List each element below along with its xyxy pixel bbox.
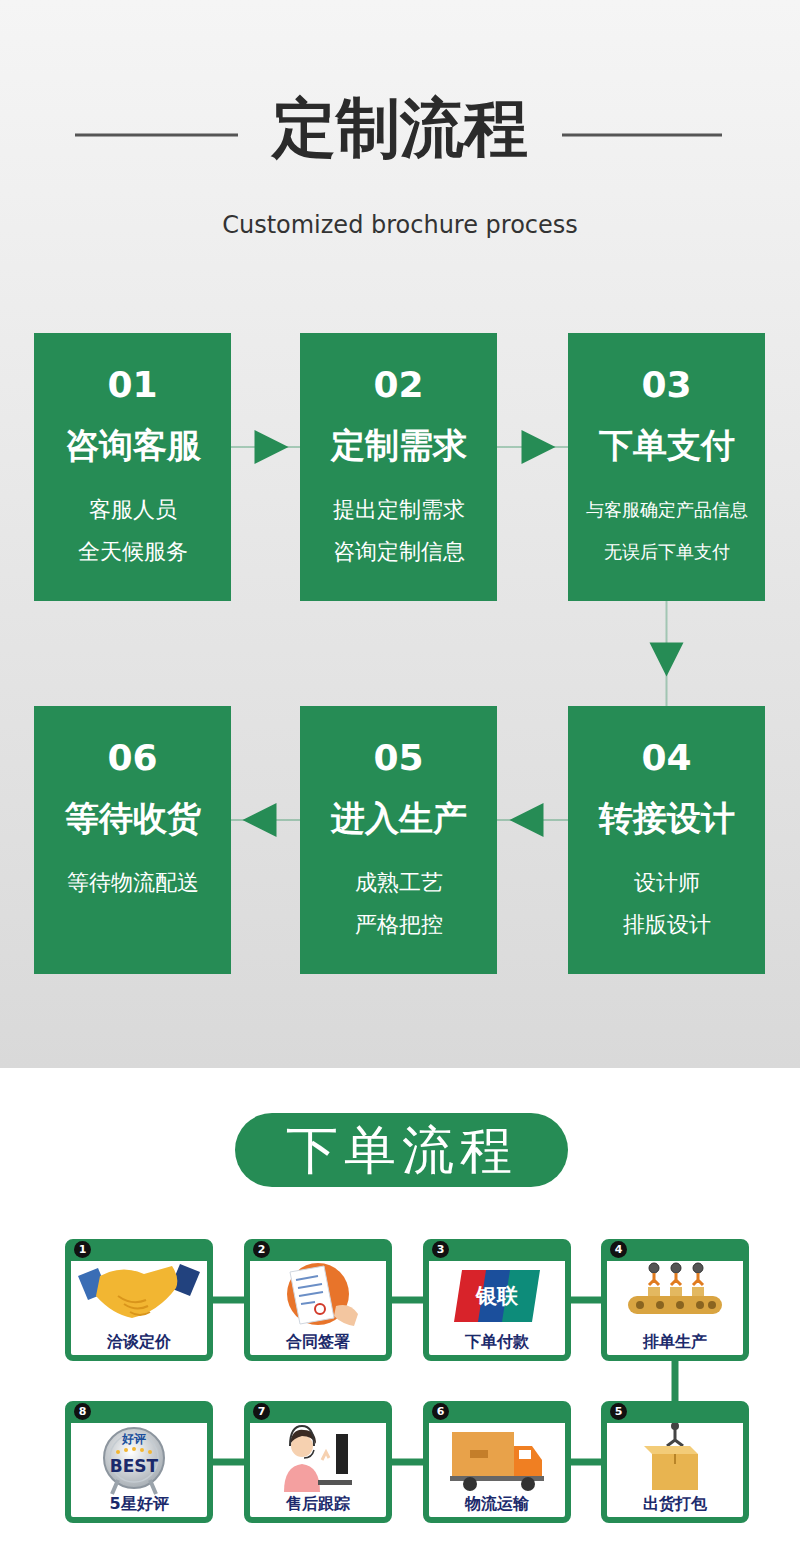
step-label: 5星好评 <box>71 1494 207 1515</box>
section-heading-pill: 下单流程 <box>235 1113 568 1187</box>
badge-icon <box>104 1428 164 1494</box>
step-number: 06 <box>107 736 157 780</box>
process-box: 02 定制需求提出定制需求 咨询定制信息 <box>300 333 497 601</box>
callout-number: 3 <box>432 1241 449 1258</box>
step-card: 7 售后跟踪 <box>244 1401 392 1523</box>
step-card: 5 出货打包 <box>601 1401 749 1523</box>
step-card: 4 排单生产 <box>601 1239 749 1361</box>
step-number: 01 <box>107 363 157 407</box>
step-label: 售后跟踪 <box>250 1494 386 1515</box>
card-logo-text: 银联 <box>476 1282 518 1310</box>
arrowhead <box>522 430 556 464</box>
conveyor-icon <box>628 1263 722 1314</box>
service-icon <box>284 1426 352 1492</box>
flow-arrow <box>650 601 684 706</box>
handshake-icon <box>78 1264 200 1318</box>
step-description: 客服人员 全天候服务 <box>63 489 203 573</box>
process-box: 05 进入生产成熟工艺 严格把控 <box>300 706 497 974</box>
callout-number: 1 <box>74 1241 91 1258</box>
process-box: 03 下单支付与客服确定产品信息 无误后下单支付 <box>568 333 765 601</box>
step-description: 等待物流配送 <box>67 862 199 904</box>
step-label: 合同签署 <box>250 1332 386 1353</box>
connector-line <box>213 1459 244 1466</box>
step-label: 洽谈定价 <box>71 1332 207 1353</box>
step-heading: 定制需求 <box>331 421 467 469</box>
badge-text: BEST <box>110 1456 158 1476</box>
step-label: 排单生产 <box>607 1332 743 1353</box>
flow-arrow <box>497 430 568 464</box>
callout-number: 6 <box>432 1403 449 1420</box>
step-label: 出货打包 <box>607 1494 743 1515</box>
connector-line <box>571 1459 601 1466</box>
step-number: 03 <box>641 363 691 407</box>
process-box: 04 转接设计设计师 排版设计 <box>568 706 765 974</box>
step-heading: 等待收货 <box>65 794 201 842</box>
unionpay-icon <box>454 1270 540 1322</box>
contract-icon <box>287 1263 358 1326</box>
step-heading: 下单支付 <box>599 421 735 469</box>
callout-number: 8 <box>74 1403 91 1420</box>
connector-bar <box>675 1361 676 1401</box>
step-description: 成熟工艺 严格把控 <box>329 862 469 946</box>
connector-bar <box>213 1300 244 1301</box>
arrowhead <box>650 643 684 677</box>
connector-bar <box>392 1300 423 1301</box>
step-heading: 进入生产 <box>331 794 467 842</box>
flow-arrow <box>231 803 300 837</box>
flow-arrow <box>497 803 568 837</box>
connector-line <box>571 1297 601 1304</box>
connector-line <box>392 1297 423 1304</box>
bottom-panel <box>0 1068 800 1556</box>
step-label: 下单付款 <box>429 1332 565 1353</box>
title-rule <box>562 134 722 137</box>
connector-bar <box>571 1462 601 1463</box>
step-description: 与客服确定产品信息 无误后下单支付 <box>582 489 752 573</box>
step-card: 6 物流运输 <box>423 1401 571 1523</box>
connector-line <box>213 1297 244 1304</box>
section-heading: 下单流程 <box>286 1120 518 1180</box>
callout-number: 5 <box>610 1403 627 1420</box>
process-box: 06 等待收货等待物流配送 <box>34 706 231 974</box>
package-icon <box>644 1422 698 1490</box>
flow-arrow <box>231 430 300 464</box>
process-box: 01 咨询客服客服人员 全天候服务 <box>34 333 231 601</box>
step-description: 提出定制需求 咨询定制信息 <box>329 489 469 573</box>
step-card: 2 合同签署 <box>244 1239 392 1361</box>
step-number: 04 <box>641 736 691 780</box>
connector-bar <box>213 1462 244 1463</box>
step-label: 物流运输 <box>429 1494 565 1515</box>
connector-line <box>672 1361 679 1401</box>
arrowhead <box>510 803 544 837</box>
step-number: 05 <box>373 736 423 780</box>
step-heading: 转接设计 <box>599 794 735 842</box>
truck-icon <box>450 1432 544 1491</box>
title-rule <box>75 134 238 137</box>
arrowhead <box>255 430 289 464</box>
connector-line <box>392 1459 423 1466</box>
connector-bar <box>571 1300 601 1301</box>
callout-number: 7 <box>253 1403 270 1420</box>
step-card: 1 洽谈定价 <box>65 1239 213 1361</box>
top-panel <box>0 0 800 1068</box>
callout-number: 2 <box>253 1241 270 1258</box>
page-title: 定制流程 <box>272 85 528 172</box>
arrowhead <box>243 803 277 837</box>
step-heading: 咨询客服 <box>65 421 201 469</box>
step-description: 设计师 排版设计 <box>597 862 737 946</box>
callout-number: 4 <box>610 1241 627 1258</box>
subtitle: Customized brochure process <box>222 211 578 239</box>
step-number: 02 <box>373 363 423 407</box>
connector-bar <box>392 1462 423 1463</box>
badge-text: 好评 <box>122 1431 146 1448</box>
